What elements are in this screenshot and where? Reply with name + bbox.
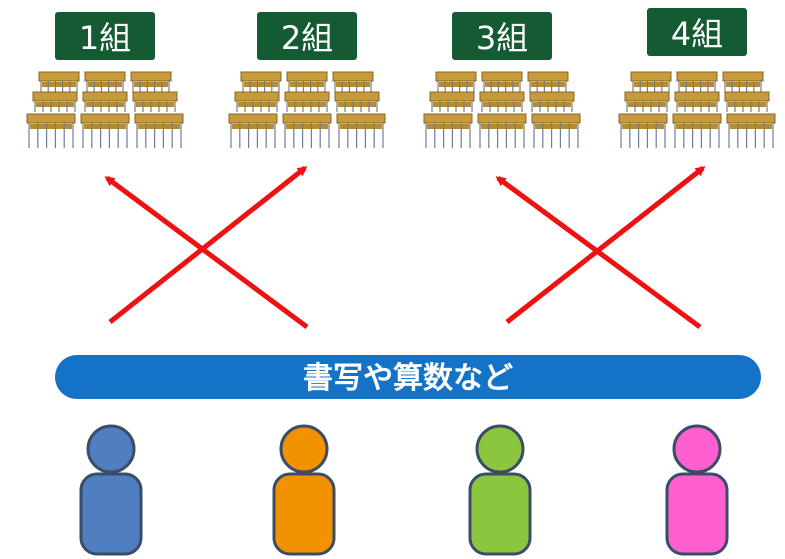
desk-group <box>130 71 172 92</box>
desk-group <box>722 71 764 92</box>
desk-group <box>282 113 332 148</box>
desk-group <box>228 113 278 148</box>
desk-group <box>284 91 330 112</box>
desk-group <box>435 71 477 92</box>
desk-group <box>477 113 527 148</box>
desk-group <box>286 71 328 92</box>
class-label-3: 3組 <box>476 19 528 57</box>
desk-rows-3 <box>423 71 581 148</box>
desk-group <box>84 71 126 92</box>
desk-group <box>132 91 178 112</box>
desk-group <box>32 91 78 112</box>
blackboard-2 <box>257 12 357 60</box>
desk-group <box>38 71 80 92</box>
desk-group <box>234 91 280 112</box>
desk-group <box>630 71 672 92</box>
student-2-body <box>272 472 336 556</box>
desk-rows-1 <box>26 71 184 148</box>
desk-rows-4 <box>618 71 776 148</box>
arrows <box>104 166 706 330</box>
desk-group <box>724 91 770 112</box>
desk-group <box>676 71 718 92</box>
desk-rows-2 <box>228 71 386 148</box>
desk-group <box>82 91 128 112</box>
student-1 <box>79 424 143 556</box>
student-4-body <box>665 472 729 556</box>
classroom-2: 2組 <box>228 12 386 148</box>
desk-group <box>336 113 386 148</box>
class-label-2: 2組 <box>281 19 333 57</box>
desk-group <box>26 113 76 148</box>
desk-group <box>134 113 184 148</box>
student-3-head <box>475 424 525 474</box>
desk-group <box>529 91 575 112</box>
student-1-head <box>86 424 136 474</box>
desk-group <box>726 113 776 148</box>
student-2-head <box>279 424 329 474</box>
desk-group <box>479 91 525 112</box>
desk-group <box>674 91 720 112</box>
arrow-to-class-4 <box>505 166 706 324</box>
student-4-head <box>672 424 722 474</box>
student-3-body <box>468 472 532 556</box>
student-3 <box>468 424 532 556</box>
student-1-body <box>79 472 143 556</box>
blackboard-1 <box>55 12 155 60</box>
arrow-to-class-2 <box>108 166 308 324</box>
classroom-1: 1組 <box>26 12 184 148</box>
classroom-3: 3組 <box>423 12 581 148</box>
blackboard-4 <box>647 8 747 56</box>
blackboard-3 <box>452 12 552 60</box>
desk-group <box>624 91 670 112</box>
desk-group <box>80 113 130 148</box>
student-2 <box>272 424 336 556</box>
subject-banner-text: 書写や算数など <box>303 361 513 396</box>
class-label-1: 1組 <box>79 19 131 57</box>
desk-group <box>334 91 380 112</box>
classroom-4: 4組 <box>618 8 776 148</box>
desk-group <box>618 113 668 148</box>
subject-banner: 書写や算数など <box>55 355 761 399</box>
desk-group <box>429 91 475 112</box>
class-label-4: 4組 <box>671 15 723 53</box>
desk-group <box>423 113 473 148</box>
desk-group <box>672 113 722 148</box>
desk-group <box>481 71 523 92</box>
desk-group <box>527 71 569 92</box>
desk-group <box>332 71 374 92</box>
desk-group <box>240 71 282 92</box>
subject-banner-bar <box>55 355 761 399</box>
student-4 <box>665 424 729 556</box>
arrow-to-class-1 <box>104 175 309 330</box>
desk-group <box>531 113 581 148</box>
